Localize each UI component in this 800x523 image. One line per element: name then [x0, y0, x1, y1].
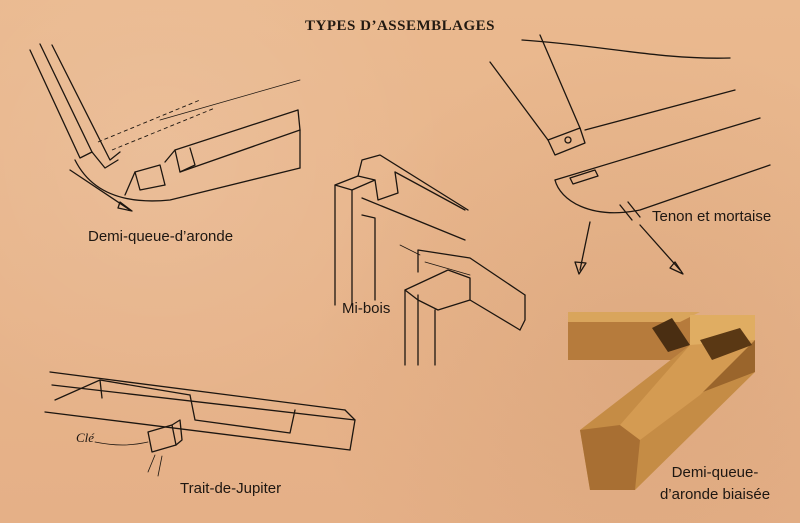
label-skew-dovetail: Demi-queue- d’aronde biaisée	[659, 464, 771, 503]
halflap-drawing	[334, 154, 526, 366]
page-title: TYPES D’ASSEMBLAGES	[305, 18, 495, 34]
label-dovetail: Demi-queue-d’aronde	[88, 228, 234, 245]
mortise-tenon-drawing	[489, 34, 771, 275]
jupiter-drawing	[44, 371, 356, 477]
dovetail-drawing	[29, 43, 301, 212]
skew-dovetail-photo	[568, 312, 755, 490]
label-mortise-tenon: Tenon et mortaise	[652, 208, 772, 225]
label-halflap: Mi-bois	[342, 300, 391, 317]
label-jupiter: Trait-de-Jupiter	[180, 480, 282, 497]
label-key: Clé	[76, 430, 95, 445]
